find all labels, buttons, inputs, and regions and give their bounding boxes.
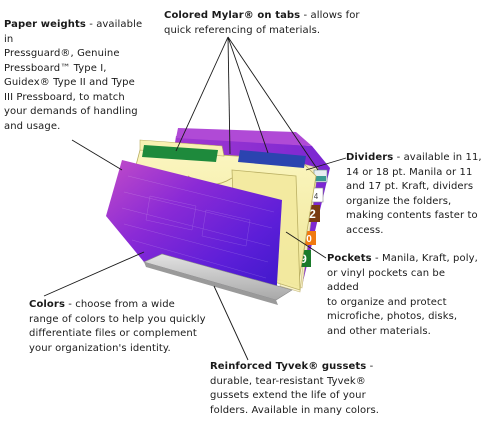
callout-tyvek: Reinforced Tyvek® gussets - durable, tea… <box>210 360 386 418</box>
callout-text: - Manila, Kraft, poly, <box>371 253 478 264</box>
callout-text: quick referencing of materials. <box>164 24 321 36</box>
divider-tab-label: 2 <box>309 207 316 221</box>
callout-text: organize the folders, <box>346 195 452 207</box>
callout-text: making contents faster to <box>346 210 478 221</box>
callout-title: Paper weights <box>4 19 86 30</box>
callout-text: - <box>366 361 374 372</box>
callout-text: - choose from a wide <box>65 299 175 310</box>
callout-text: III Pressboard, to match <box>4 91 125 103</box>
callout-text: and usage. <box>4 120 61 132</box>
leader-line-colors <box>43 251 145 297</box>
callout-text: 14 or 18 pt. Manila or 11 <box>346 166 473 178</box>
mylar-green-strip <box>142 145 218 162</box>
callout-text: your organization's identity. <box>29 342 171 354</box>
callout-dividers: Dividers - available in 11, 14 or 18 pt.… <box>346 151 482 238</box>
callout-text: Pressboard™ Type I, <box>4 62 107 74</box>
callout-title: Colors <box>29 299 65 310</box>
callout-text: range of colors to help you quickly <box>29 313 206 325</box>
callout-mylar: Colored Mylar® on tabs - allows for quic… <box>164 9 374 38</box>
callout-text: Pressguard®, Genuine <box>4 48 120 59</box>
callout-text: durable, tear-resistant Tyvek® <box>210 375 366 387</box>
callout-text: to organize and protect <box>327 296 447 308</box>
leader-line-mylar <box>175 36 229 152</box>
divider-tab-label: 0 <box>306 234 312 245</box>
callout-text: your demands of handling <box>4 106 138 117</box>
divider-tab-label: 9 <box>300 252 307 266</box>
callout-text: and other materials. <box>327 325 431 337</box>
callout-text: or vinyl pockets can be added <box>327 267 446 294</box>
callout-text: folders. Available in many colors. <box>210 404 380 416</box>
folder-back-tab <box>176 128 312 146</box>
leader-line-mylar <box>227 36 269 154</box>
callout-text: differentiate files or complement <box>29 328 197 339</box>
callout-paper-weights: Paper weights - available in Pressguard®… <box>4 18 149 134</box>
callout-pockets: Pockets - Manila, Kraft, poly, or vinyl … <box>327 252 479 339</box>
leader-line-dividers <box>305 157 347 171</box>
callout-colors: Colors - choose from a wide range of col… <box>29 298 219 356</box>
callout-text: Guidex® Type II and Type <box>4 77 135 88</box>
mylar-blue-strip <box>238 150 306 168</box>
callout-text: and 17 pt. Kraft, dividers <box>346 181 474 192</box>
callout-title: Reinforced Tyvek® gussets <box>210 361 367 372</box>
leader-line-mylar <box>227 36 231 155</box>
callout-text: - available in 11, <box>393 152 482 163</box>
leader-line-pockets <box>285 231 327 259</box>
leader-line-tyvek <box>213 285 249 361</box>
divider-tab-label: 4 <box>314 192 319 201</box>
callout-text: microfiche, photos, disks, <box>327 311 458 322</box>
leader-line-mylar <box>227 36 319 171</box>
callout-text: - allows for <box>300 10 360 21</box>
callout-text: - available in <box>4 19 143 45</box>
callout-text: access. <box>346 224 384 236</box>
callout-text: gussets extend the life of your <box>210 390 366 401</box>
folder-front-pattern <box>121 175 275 279</box>
folder-front-panel <box>106 160 282 300</box>
callout-title: Colored Mylar® on tabs <box>164 10 301 21</box>
callout-title: Dividers <box>346 152 394 163</box>
callout-title: Pockets <box>327 253 372 264</box>
leader-lines <box>43 36 347 361</box>
leader-line-paper-weights <box>71 139 123 171</box>
tyvek-gusset-shadow <box>144 262 278 305</box>
